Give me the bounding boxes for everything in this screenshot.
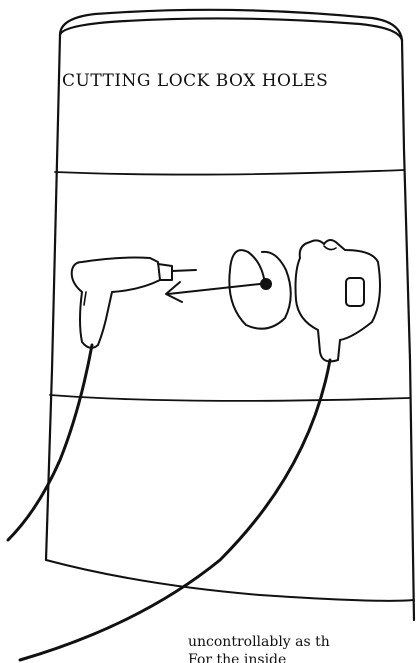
drum-title: Cutting Lock Box Holes (62, 71, 402, 91)
arrow-left-icon (166, 282, 260, 302)
footer-text-line-2: For the inside (188, 652, 418, 663)
reciprocating-saw-icon (20, 240, 380, 660)
drum (46, 10, 414, 620)
footer-text-line-1: uncontrollably as th (188, 634, 418, 650)
lock-box-hole-icon (229, 250, 290, 329)
